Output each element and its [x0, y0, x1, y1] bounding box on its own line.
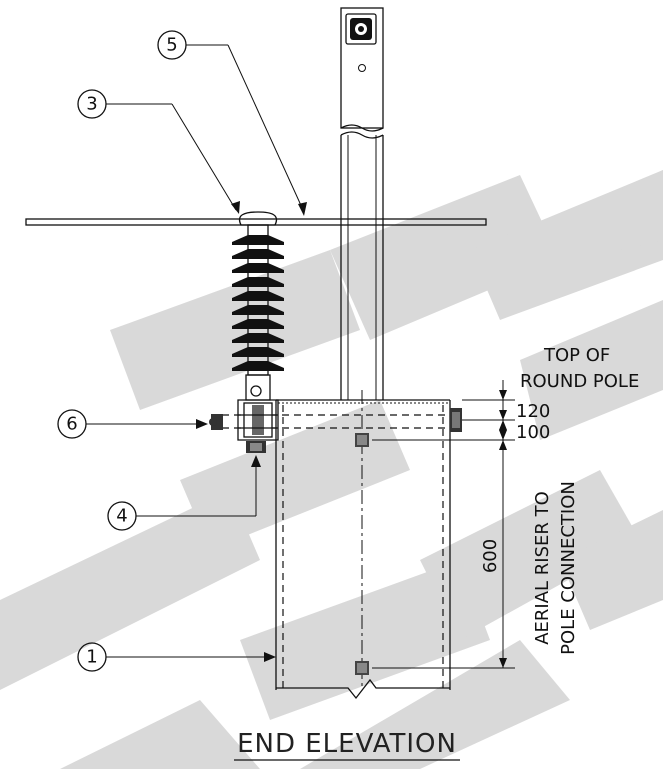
insulator-shed — [232, 361, 284, 371]
insulator-shed — [232, 291, 284, 301]
insulator — [232, 211, 284, 401]
insulator-shed — [232, 305, 284, 315]
insulator-shed — [232, 263, 284, 273]
callout-6-number: 6 — [66, 414, 77, 435]
note-riser-line1: AERIAL RISER TO — [532, 491, 553, 645]
note-riser-line2: POLE CONNECTION — [558, 481, 579, 655]
watermark — [0, 170, 663, 769]
dimension-120: 120 — [516, 401, 550, 422]
insulator-shed — [232, 277, 284, 287]
note-top-of-pole-line2: ROUND POLE — [520, 371, 639, 392]
callout-5: 5 — [157, 30, 307, 216]
drawing-title: END ELEVATION — [234, 729, 460, 761]
callout-6: 6 — [57, 409, 208, 439]
dimension-100: 100 — [516, 422, 550, 443]
callout-5-number: 5 — [166, 35, 177, 56]
insulator-shed — [232, 333, 284, 343]
round-pole — [275, 390, 451, 700]
callout-1-number: 1 — [86, 647, 97, 668]
title-text: END ELEVATION — [237, 729, 457, 759]
insulator-shed — [232, 249, 284, 259]
notes: TOP OF ROUND POLE AERIAL RISER TO POLE C… — [520, 345, 639, 655]
callout-3: 3 — [77, 89, 240, 214]
dimension-group: 120 100 600 — [372, 380, 550, 669]
insulator-shed — [232, 319, 284, 329]
callout-4: 4 — [107, 455, 261, 531]
insulator-shed — [232, 235, 284, 245]
callout-1: 1 — [77, 642, 276, 672]
upright-bracket — [340, 7, 384, 400]
dimension-600: 600 — [480, 539, 501, 573]
callout-3-number: 3 — [86, 94, 97, 115]
callout-4-number: 4 — [116, 506, 127, 527]
insulator-shed — [232, 347, 284, 357]
clamp-band — [209, 385, 462, 453]
note-top-of-pole-line1: TOP OF — [543, 345, 610, 366]
